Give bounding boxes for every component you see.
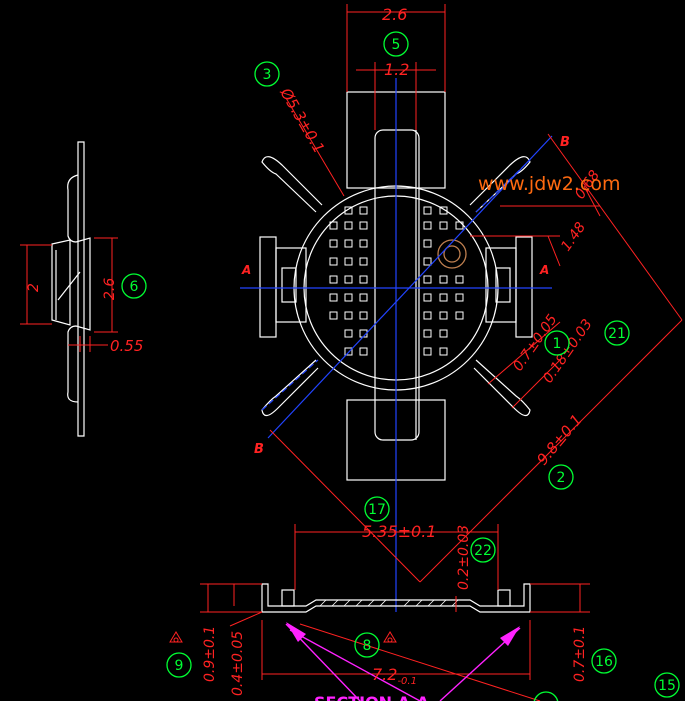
dim-section-09: 0.9±0.1 — [202, 626, 218, 682]
side-view-dims — [20, 237, 118, 352]
bubble-2: 2 — [557, 470, 566, 486]
dim-side-height: 2 — [26, 283, 42, 292]
bubble-1: 1 — [553, 336, 562, 352]
bubble-15: 15 — [658, 678, 676, 694]
centerlines — [240, 78, 553, 612]
dim-diameter: Ø5.3±0.1 — [276, 84, 328, 156]
polarity-mark — [437, 239, 467, 269]
dim-section-04: 0.4±0.05 — [230, 631, 246, 696]
dim-section-02: 0.2±0.03 — [456, 525, 472, 590]
dim-section-width: 5.35±0.1 — [362, 522, 436, 541]
watermark: www.jdw2.com — [478, 173, 621, 195]
led-grid — [329, 206, 464, 356]
bubble-numbers: 5 3 6 1 21 2 17 22 8 9 16 15 — [130, 37, 676, 694]
bubble-21: 21 — [608, 326, 626, 342]
bubble-17: 17 — [368, 502, 386, 518]
dim-inner-width: 1.2 — [384, 60, 409, 79]
bubble-5: 5 — [392, 37, 401, 53]
bubble-8: 8 — [363, 638, 372, 654]
bubble-9: 9 — [175, 658, 184, 674]
bubble-22: 22 — [474, 543, 492, 559]
dim-section-72-tol: -0.1 — [397, 676, 417, 687]
dim-side-055: 0.55 — [110, 337, 143, 355]
label-section-a-left: A — [241, 263, 251, 277]
label-section-b-bottom: B — [254, 442, 264, 457]
dim-section-07: 0.7±0.1 — [572, 626, 588, 682]
bubble-6: 6 — [130, 279, 139, 295]
label-section-a-right: A — [539, 263, 549, 277]
dim-diag-148: 1.48 — [558, 220, 589, 255]
dim-top-width: 2.6 — [382, 5, 407, 24]
label-section-b-top: B — [560, 135, 570, 150]
dim-length-98: 9.8±0.1 — [533, 411, 586, 469]
bubble-3: 3 — [263, 67, 272, 83]
dim-section-72: 7.2-0.1 — [372, 665, 417, 687]
bubble-16: 16 — [595, 654, 613, 670]
bubble-callouts — [121, 31, 680, 701]
leader-arrows — [285, 623, 521, 701]
section-dims — [200, 524, 590, 701]
arrowheads — [286, 622, 520, 646]
section-title: SECTION A-A — [314, 693, 430, 701]
front-view-dims — [269, 4, 683, 583]
side-view — [51, 141, 91, 437]
dim-side-26: 2.6 — [102, 278, 118, 300]
triangle-markers — [169, 631, 397, 643]
section-hatch — [319, 599, 459, 607]
dim-section-72-value: 7.2 — [372, 665, 397, 684]
section-view — [261, 583, 531, 613]
